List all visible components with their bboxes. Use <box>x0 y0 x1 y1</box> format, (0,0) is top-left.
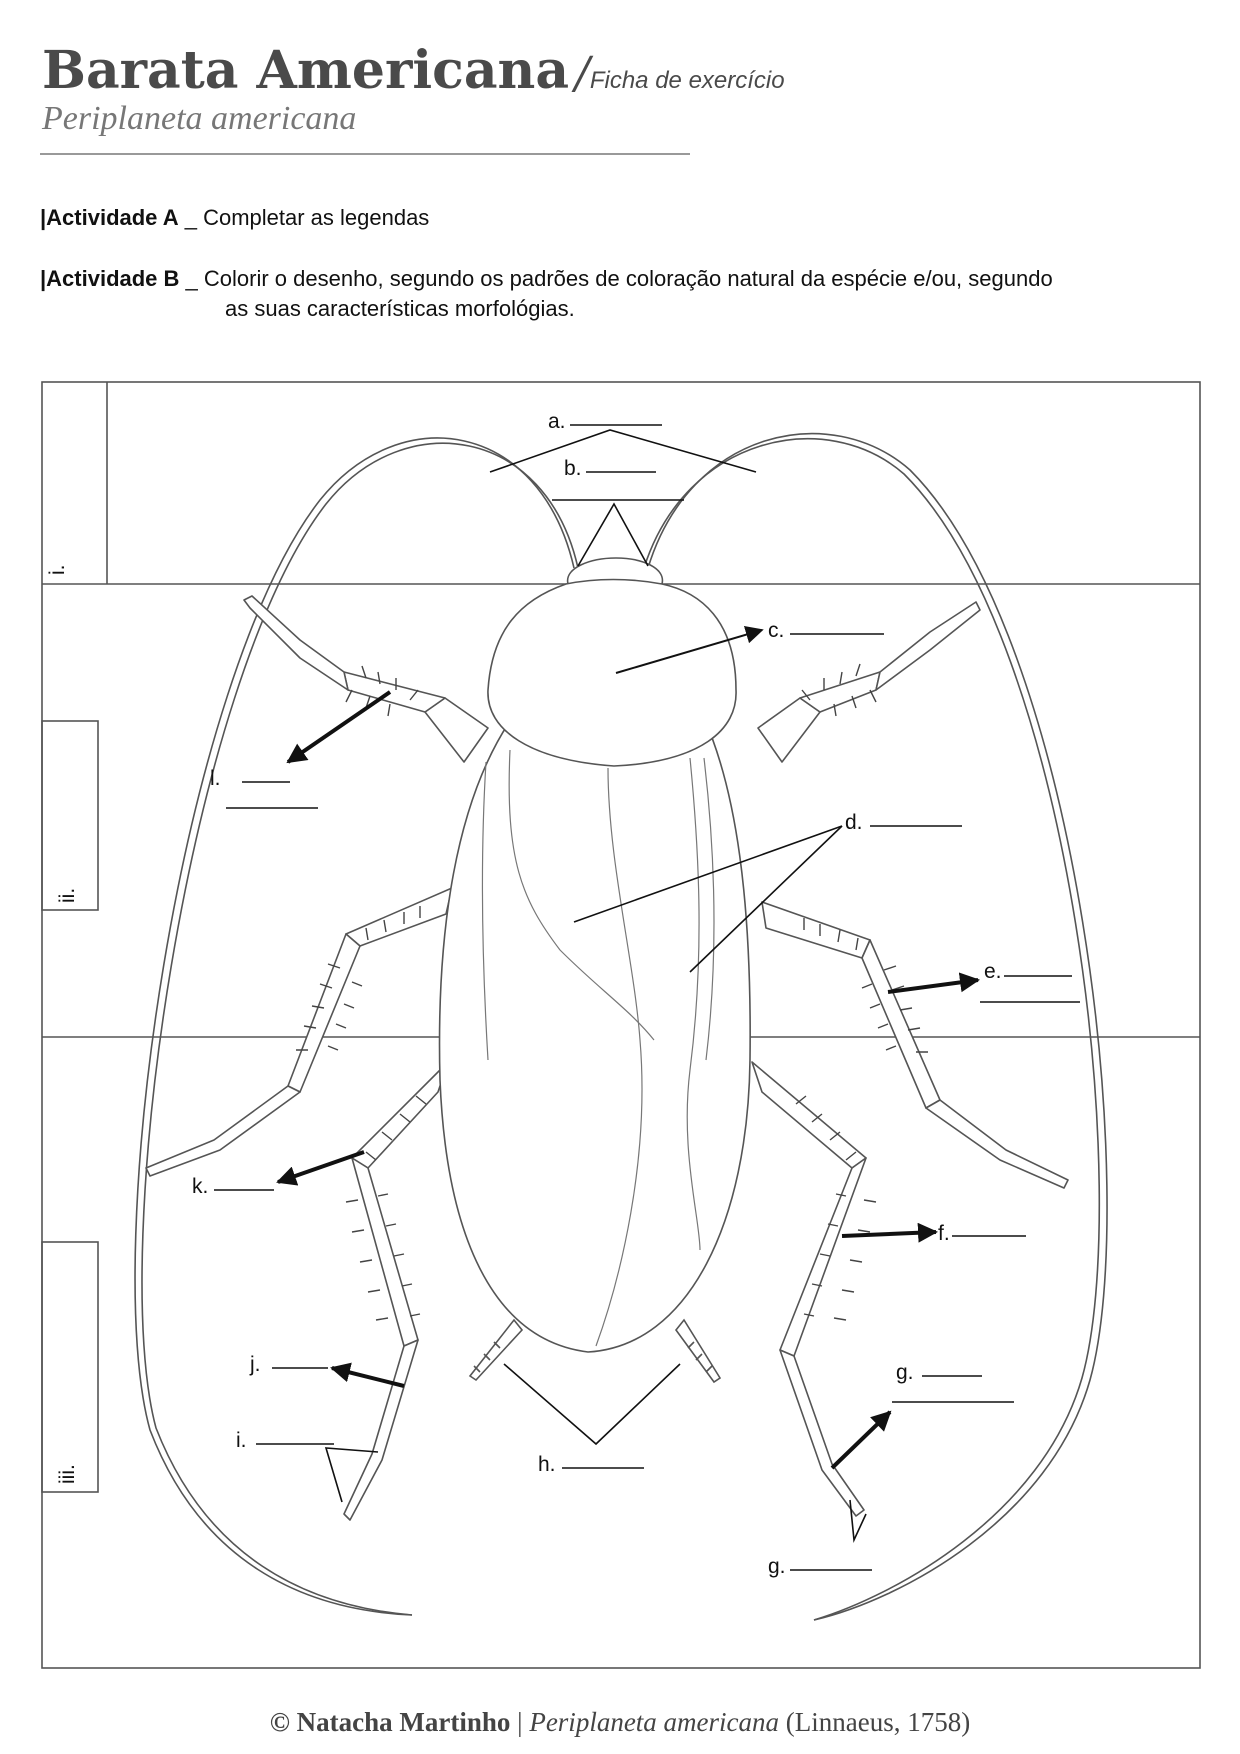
left-cercus <box>470 1320 522 1380</box>
label-c: c. <box>768 619 784 642</box>
label-d: d. <box>845 811 863 834</box>
label-a: a. <box>548 410 566 433</box>
label-j: j. <box>249 1353 261 1376</box>
label-k: k. <box>192 1175 208 1198</box>
label-g1: g. <box>896 1361 914 1384</box>
hind-right-tarsus <box>780 1350 864 1516</box>
label-b: b. <box>564 457 582 480</box>
middle-left-tarsus <box>146 1086 300 1176</box>
arrow-k <box>278 1152 364 1182</box>
label-f: f. <box>938 1222 950 1245</box>
arrow-e <box>888 980 978 992</box>
footer-authority: (Linnaeus, 1758) <box>779 1707 970 1737</box>
section-box-ii <box>42 721 98 910</box>
footer-credit: © Natacha Martinho | Periplaneta america… <box>0 1707 1240 1738</box>
middle-right-tarsus <box>926 1100 1068 1188</box>
middle-right-tibia <box>862 940 940 1108</box>
hind-right-tibia <box>780 1158 866 1356</box>
front-left-tarsus <box>244 596 348 690</box>
footer-separator: | <box>510 1707 529 1737</box>
front-right-tibia <box>800 672 880 712</box>
arrow-f <box>842 1232 936 1236</box>
middle-right-femur <box>762 902 870 958</box>
footer-copyright: © Natacha Martinho <box>270 1707 511 1737</box>
front-left-femur <box>425 698 488 762</box>
label-g2: g. <box>768 1555 786 1578</box>
label-e: e. <box>984 960 1002 983</box>
front-right-femur <box>758 698 820 762</box>
right-cercus <box>676 1320 720 1382</box>
front-left-tibia <box>344 672 445 712</box>
body <box>440 558 751 1352</box>
leader-b <box>578 504 648 566</box>
middle-left-tibia <box>288 934 360 1092</box>
hind-left-tarsus <box>344 1340 418 1520</box>
middle-left-femur <box>346 888 452 946</box>
section-box-iii <box>42 1242 98 1492</box>
footer-species: Periplaneta americana <box>529 1707 779 1737</box>
section-label-iii: iii. <box>56 1464 79 1484</box>
hind-right-femur <box>752 1062 866 1168</box>
leader-h <box>504 1364 680 1444</box>
arrow-j <box>332 1368 404 1386</box>
label-h: h. <box>538 1453 556 1476</box>
label-i: i. <box>236 1429 247 1452</box>
section-label-i: i. <box>46 565 69 576</box>
pronotum <box>488 580 736 767</box>
front-right-tarsus <box>876 602 980 690</box>
label-l: l. <box>210 767 221 790</box>
arrow-g1 <box>832 1412 890 1468</box>
arrow-l <box>288 692 390 762</box>
section-label-ii: ii. <box>56 888 79 903</box>
